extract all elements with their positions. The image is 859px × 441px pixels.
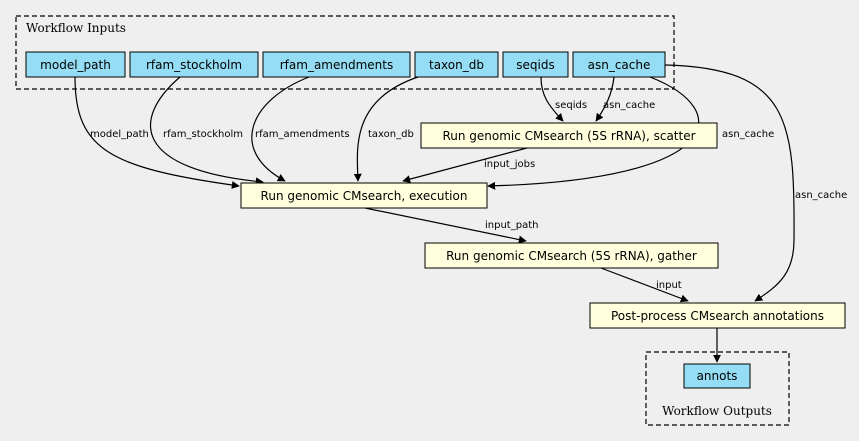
node-label-postprocess: Post-process CMsearch annotations xyxy=(611,309,824,323)
edge-model-path xyxy=(74,76,240,189)
node-label-rfam-amendments: rfam_amendments xyxy=(280,58,393,72)
edge-label-asn-cache-post: asn_cache xyxy=(795,190,847,201)
edge-label-seqids: seqids xyxy=(555,100,587,111)
node-label-execution: Run genomic CMsearch, execution xyxy=(261,189,468,203)
node-rfam-stockholm: rfam_stockholm xyxy=(129,51,259,78)
node-label-seqids: seqids xyxy=(516,58,554,72)
node-label-gather: Run genomic CMsearch (5S rRNA), gather xyxy=(446,249,697,263)
node-execution: Run genomic CMsearch, execution xyxy=(240,182,488,209)
workflow-outputs-label: Workflow Outputs xyxy=(662,404,772,418)
edge-taxon-db xyxy=(353,76,419,182)
edge-label-rfam-stockholm: rfam_stockholm xyxy=(163,129,243,140)
node-label-taxon-db: taxon_db xyxy=(429,58,484,72)
workflow-inputs-label: Workflow Inputs xyxy=(26,21,126,35)
node-label-model-path: model_path xyxy=(40,58,111,72)
node-label-asn-cache: asn_cache xyxy=(588,58,651,72)
node-gather: Run genomic CMsearch (5S rRNA), gather xyxy=(424,242,719,269)
edge-label-input-jobs: input_jobs xyxy=(484,159,535,170)
edge-input-path xyxy=(364,207,527,244)
workflow-inputs-cluster: Workflow Inputs xyxy=(15,15,675,90)
edge-rfam-stockholm xyxy=(149,76,264,186)
edge-label-taxon-db: taxon_db xyxy=(368,129,414,140)
node-scatter: Run genomic CMsearch (5S rRNA), scatter xyxy=(420,122,718,149)
edge-seqids xyxy=(540,76,564,122)
node-taxon-db: taxon_db xyxy=(414,51,499,78)
edge-input xyxy=(600,267,689,303)
node-label-rfam-stockholm: rfam_stockholm xyxy=(146,58,242,72)
node-seqids: seqids xyxy=(502,51,569,78)
edge-label-model-path: model_path xyxy=(90,129,149,140)
node-annots: annots xyxy=(683,363,751,389)
edge-input-jobs xyxy=(402,147,528,184)
node-postprocess: Post-process CMsearch annotations xyxy=(589,302,846,329)
edge-rfam-amendments xyxy=(251,76,310,182)
edge-label-asn-cache-scatter: asn_cache xyxy=(603,100,655,111)
node-label-scatter: Run genomic CMsearch (5S rRNA), scatter xyxy=(442,129,695,143)
edge-label-rfam-amendments: rfam_amendments xyxy=(255,129,350,140)
workflow-outputs-cluster: Workflow Outputs xyxy=(645,351,790,426)
node-label-annots: annots xyxy=(697,369,738,383)
edge-asn-cache-scatter xyxy=(595,76,615,122)
edge-label-input-path: input_path xyxy=(485,220,538,231)
edge-label-asn-cache-exec: asn_cache xyxy=(722,129,774,140)
edge-asn-cache-post xyxy=(664,64,795,302)
edge-label-input: input xyxy=(656,280,682,291)
node-rfam-amendments: rfam_amendments xyxy=(262,51,411,78)
node-model-path: model_path xyxy=(25,51,126,78)
node-asn-cache: asn_cache xyxy=(572,51,666,78)
